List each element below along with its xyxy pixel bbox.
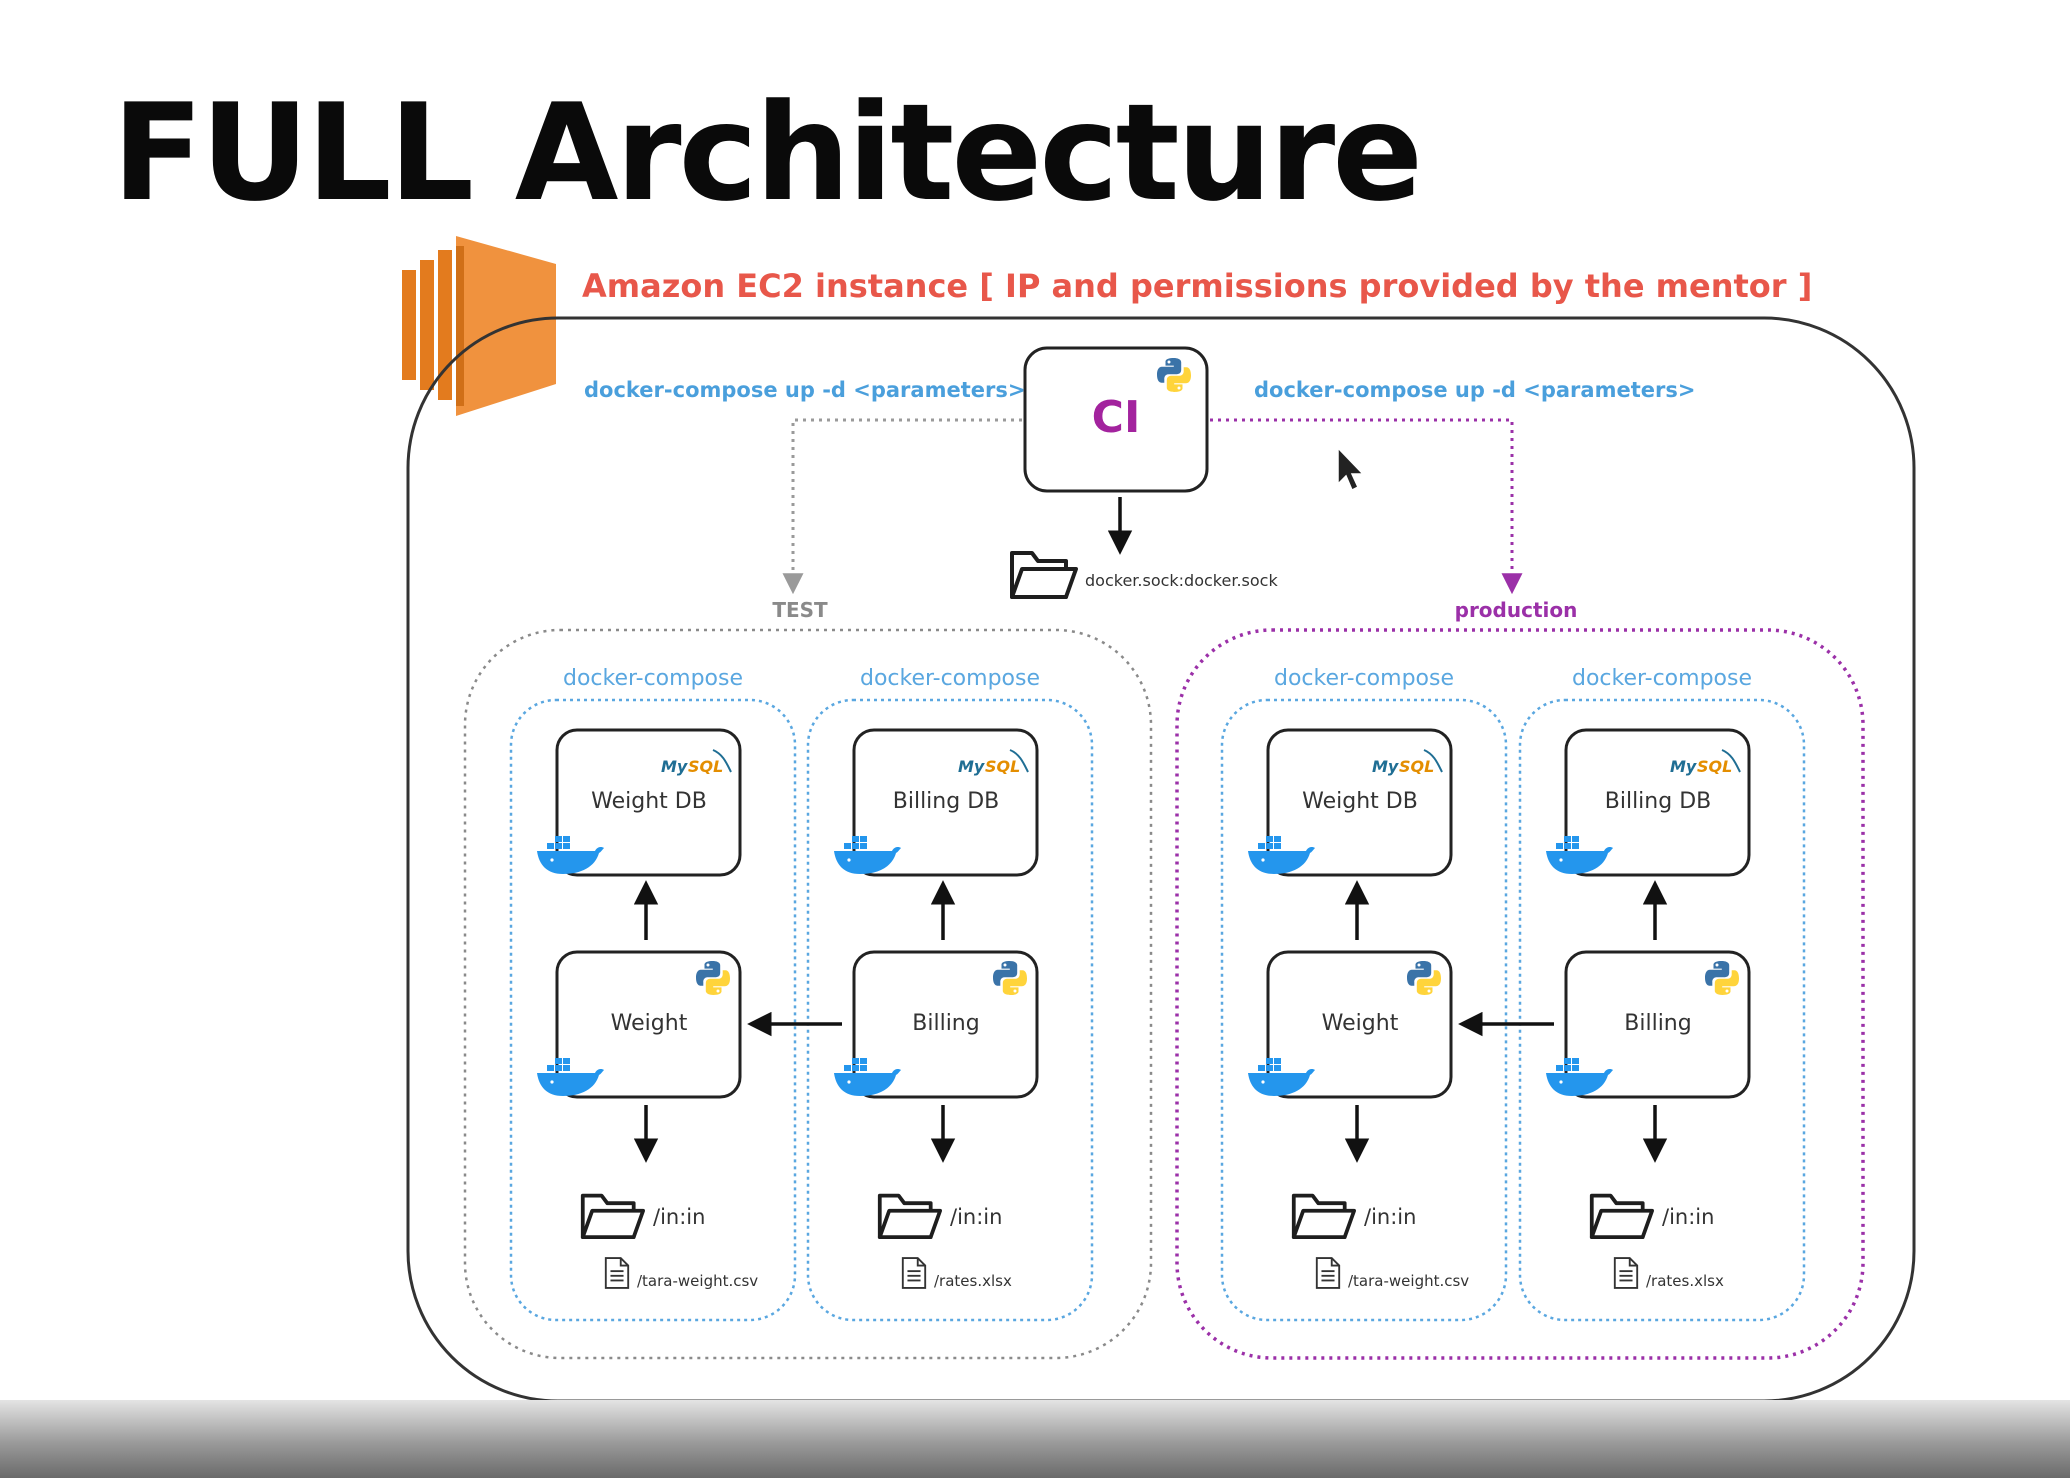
file-label: /rates.xlsx xyxy=(1646,1272,1724,1290)
file-icon xyxy=(1613,1257,1639,1289)
folder-icon xyxy=(877,1193,942,1240)
svg-text:SQL: SQL xyxy=(1697,757,1732,776)
svg-text:My: My xyxy=(958,757,985,776)
service-label: Billing xyxy=(1624,1011,1691,1036)
service-node: Billing xyxy=(834,950,1039,1099)
file-icon xyxy=(1315,1257,1341,1289)
db-label: Billing DB xyxy=(893,789,999,814)
service-label: Weight xyxy=(1322,1011,1399,1036)
file-label: /tara-weight.csv xyxy=(1348,1272,1469,1290)
volume-label: /in:in xyxy=(653,1205,705,1229)
docker-compose-boundary xyxy=(1220,698,1508,1322)
docker-compose-boundary xyxy=(1518,698,1806,1322)
docker-compose-boundary xyxy=(509,698,797,1322)
service-label: Weight xyxy=(611,1011,688,1036)
docker-compose-label: docker-compose xyxy=(563,666,743,691)
docker-compose-label: docker-compose xyxy=(1572,666,1752,691)
folder-icon xyxy=(1291,1193,1356,1240)
svg-text:SQL: SQL xyxy=(1399,757,1434,776)
volume-label: /in:in xyxy=(950,1205,1002,1229)
service-node: Weight xyxy=(537,950,742,1099)
db-label: Weight DB xyxy=(591,789,707,814)
service-node: Weight xyxy=(1248,950,1453,1099)
bottom-bar xyxy=(0,1400,2070,1478)
environment-boundary xyxy=(463,628,1153,1360)
docker-compose-boundary xyxy=(806,698,1094,1322)
ci-to-test-arrow xyxy=(782,418,1022,595)
svg-text:My: My xyxy=(661,757,688,776)
db-label: Billing DB xyxy=(1605,789,1711,814)
environment-boundary xyxy=(1175,628,1865,1360)
environment-label: TEST xyxy=(772,598,828,622)
service-label: Billing xyxy=(912,1011,979,1036)
svg-text:SQL: SQL xyxy=(688,757,723,776)
ci-command-left: docker-compose up -d <parameters> xyxy=(584,378,1025,402)
docker-compose-label: docker-compose xyxy=(860,666,1040,691)
volume-label: /in:in xyxy=(1662,1205,1714,1229)
environment-label: production xyxy=(1455,598,1578,622)
file-label: /tara-weight.csv xyxy=(637,1272,758,1290)
aws-ec2-icon xyxy=(402,236,556,416)
service-node: Billing xyxy=(1546,950,1751,1099)
ci-command-right: docker-compose up -d <parameters> xyxy=(1254,378,1695,402)
file-icon xyxy=(604,1257,630,1289)
folder-icon xyxy=(580,1193,645,1240)
ci-to-production-arrow xyxy=(1210,418,1523,595)
volume-label: /in:in xyxy=(1364,1205,1416,1229)
file-icon xyxy=(901,1257,927,1289)
ec2-label: Amazon EC2 instance [ IP and permissions… xyxy=(582,267,1812,305)
folder-icon xyxy=(1010,551,1078,599)
mouse-cursor-icon xyxy=(1337,446,1365,492)
file-label: /rates.xlsx xyxy=(934,1272,1012,1290)
ci-volume-label: docker.sock:docker.sock xyxy=(1085,571,1278,590)
ci-label: CI xyxy=(1092,392,1141,443)
svg-text:SQL: SQL xyxy=(985,757,1020,776)
slide-title: FULL Architecture xyxy=(112,75,1423,231)
svg-text:My: My xyxy=(1670,757,1697,776)
folder-icon xyxy=(1589,1193,1654,1240)
ci-node: CI xyxy=(1023,346,1209,493)
svg-text:My: My xyxy=(1372,757,1399,776)
docker-compose-label: docker-compose xyxy=(1274,666,1454,691)
db-label: Weight DB xyxy=(1302,789,1418,814)
